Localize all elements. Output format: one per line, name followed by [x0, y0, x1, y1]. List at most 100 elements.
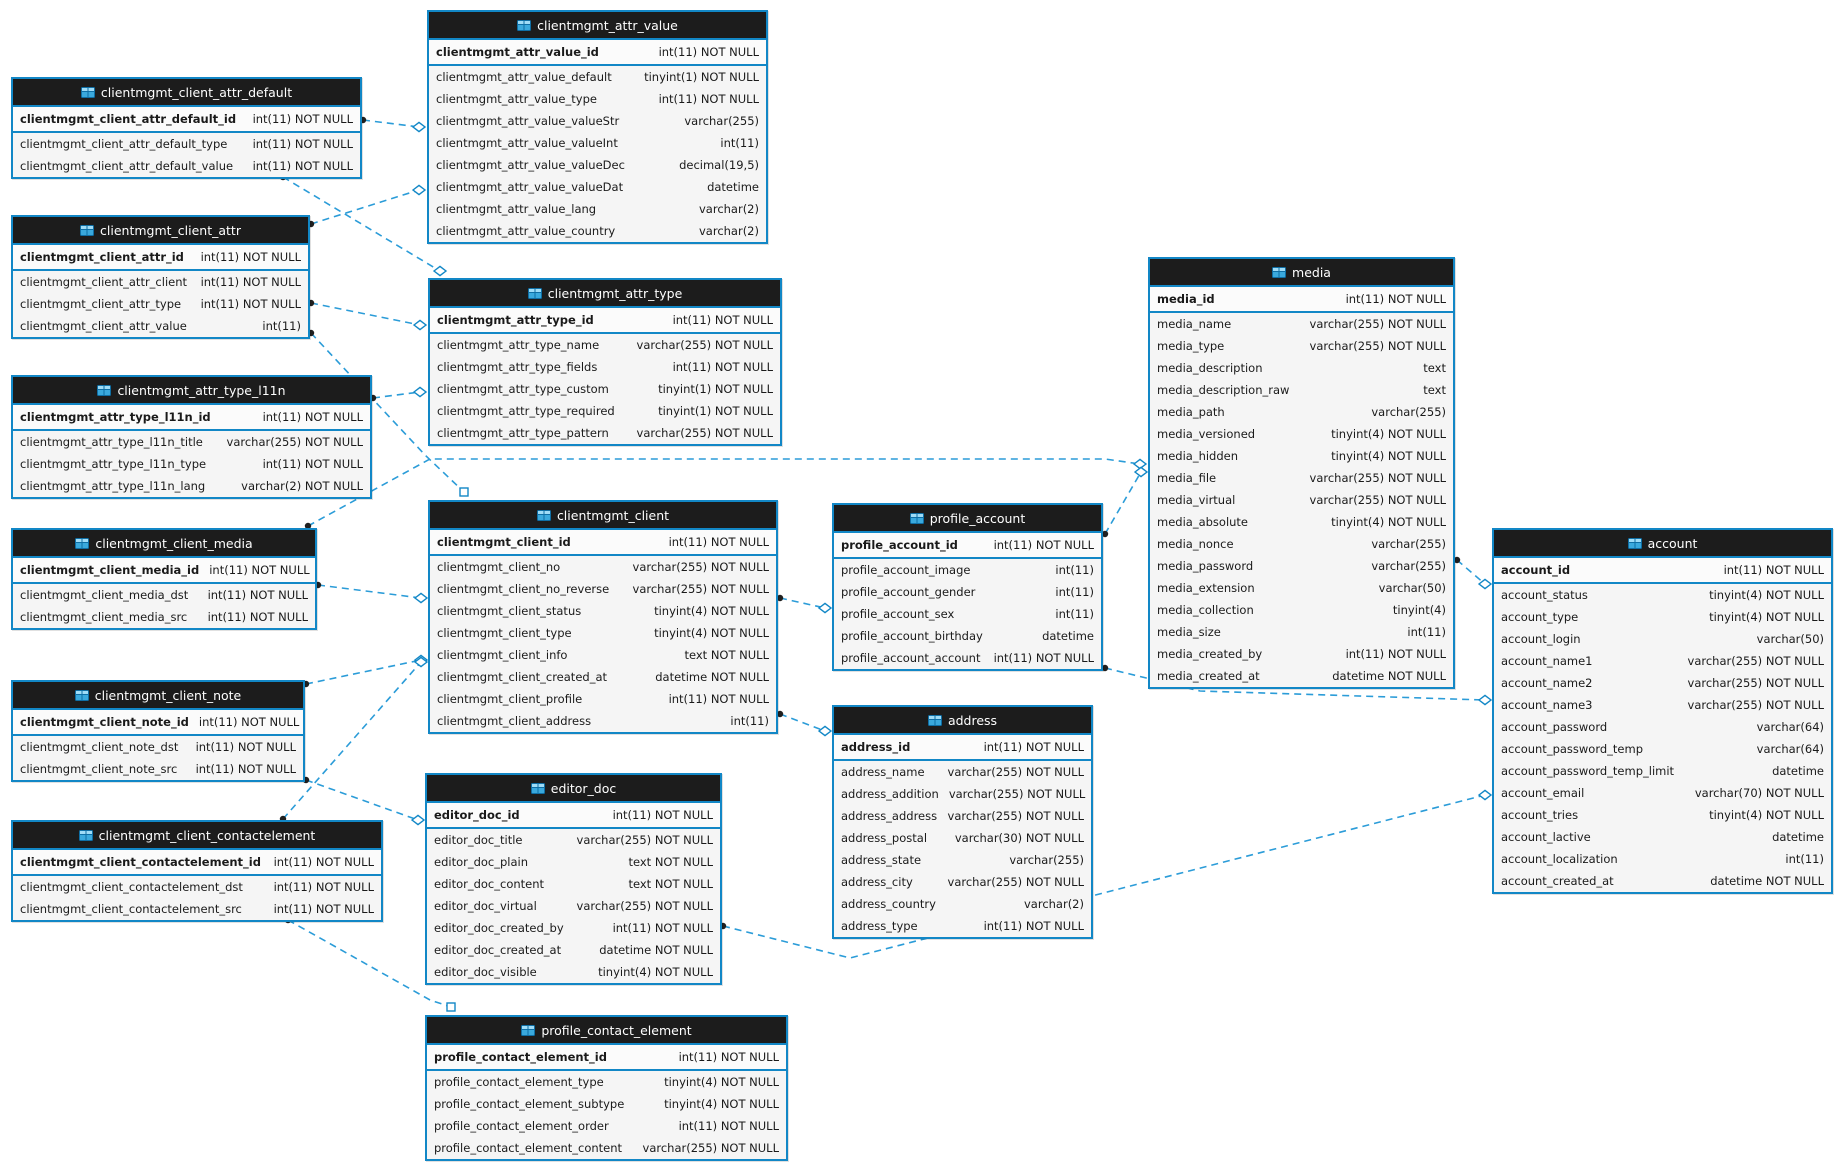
table-header[interactable]: address — [834, 707, 1091, 735]
column-type: int(11) NOT NULL — [1723, 563, 1824, 577]
column-name: editor_doc_visible — [434, 965, 537, 979]
relationship-line[interactable] — [362, 119, 420, 128]
table-header[interactable]: clientmgmt_client — [430, 502, 776, 530]
relationship-line[interactable] — [305, 659, 422, 685]
table-header[interactable]: editor_doc — [427, 775, 720, 803]
column-type: int(11) NOT NULL — [612, 921, 713, 935]
column-name: account_name3 — [1501, 698, 1593, 712]
column-type: int(11) NOT NULL — [273, 855, 374, 869]
relationship-line[interactable] — [317, 584, 422, 599]
table-icon — [97, 384, 112, 396]
column-name: media_description — [1157, 361, 1263, 375]
column-name: clientmgmt_client_created_at — [437, 670, 607, 684]
relationship-line[interactable] — [307, 458, 1141, 527]
column-type: int(11) NOT NULL — [678, 1119, 779, 1133]
table-account[interactable]: account account_id int(11) NOT NULL account… — [1492, 528, 1833, 894]
column-name: account_email — [1501, 786, 1585, 800]
relationship-line[interactable] — [1456, 559, 1486, 585]
column-type: tinyint(1) NOT NULL — [658, 382, 773, 396]
column-type: int(11) NOT NULL — [668, 692, 769, 706]
table-clientmgmt_client_attr[interactable]: clientmgmt_client_attr clientmgmt_client_… — [11, 215, 310, 339]
table-header[interactable]: clientmgmt_attr_value — [429, 12, 766, 40]
primary-key-section: clientmgmt_client_contactelement_id int(1… — [13, 850, 381, 876]
relationship-line[interactable] — [722, 794, 1486, 959]
table-icon — [74, 689, 89, 701]
column-name: media_hidden — [1157, 449, 1239, 463]
column-name: clientmgmt_attr_value_lang — [436, 202, 597, 216]
column-type: decimal(19,5) — [679, 158, 759, 172]
relationship-line[interactable] — [779, 597, 826, 609]
column-name: clientmgmt_client_attr_default_value — [20, 159, 234, 173]
column-name: clientmgmt_client_attr_default_type — [20, 137, 228, 151]
column-type: tinyint(4) NOT NULL — [1709, 588, 1824, 602]
column-name: account_id — [1501, 563, 1571, 577]
relationship-line[interactable] — [310, 189, 420, 225]
table-header[interactable]: clientmgmt_attr_type — [430, 280, 780, 308]
column-name: clientmgmt_attr_type_l11n_id — [20, 410, 211, 424]
relationship-line[interactable] — [305, 779, 419, 821]
table-header[interactable]: profile_contact_element — [427, 1017, 786, 1045]
relationship-line[interactable] — [287, 919, 452, 1008]
relationship-line[interactable] — [282, 176, 441, 272]
table-clientmgmt_client_attr_default[interactable]: clientmgmt_client_attr_default clientmgmt… — [11, 77, 362, 179]
column-type: int(11) — [1407, 625, 1446, 639]
relationship-line[interactable] — [1104, 471, 1142, 535]
column-type: text NOT NULL — [628, 877, 713, 891]
table-header[interactable]: clientmgmt_attr_type_l11n — [13, 377, 370, 405]
table-header[interactable]: media — [1150, 259, 1453, 287]
column-name: media_file — [1157, 471, 1217, 485]
relationship-endpoint-dot — [1453, 556, 1461, 564]
relationship-line[interactable] — [282, 661, 422, 820]
relationship-line[interactable] — [310, 302, 421, 326]
table-header[interactable]: clientmgmt_client_media — [13, 530, 315, 558]
relationship-line[interactable] — [372, 391, 421, 399]
table-header[interactable]: profile_account — [834, 505, 1101, 533]
table-header[interactable]: clientmgmt_client_attr — [13, 217, 308, 245]
column-type: varchar(255) NOT NULL — [1309, 339, 1446, 353]
column-name: media_path — [1157, 405, 1225, 419]
relationship-line[interactable] — [779, 713, 826, 732]
table-title: address — [947, 712, 998, 728]
column-name: clientmgmt_client_contactelement_id — [20, 855, 261, 869]
table-clientmgmt_attr_value[interactable]: clientmgmt_attr_value clientmgmt_attr_val… — [427, 10, 768, 244]
table-icon — [521, 1024, 536, 1036]
table-header[interactable]: account — [1494, 530, 1831, 558]
table-header[interactable]: clientmgmt_client_note — [13, 682, 303, 710]
relationship-line[interactable] — [1104, 667, 1486, 701]
table-title: clientmgmt_attr_value — [537, 17, 678, 33]
table-header[interactable]: clientmgmt_client_attr_default — [13, 79, 360, 107]
table-header[interactable]: clientmgmt_client_contactelement — [13, 822, 381, 850]
column-type: int(11) NOT NULL — [207, 610, 308, 624]
column-name: clientmgmt_attr_value_valueInt — [436, 136, 618, 150]
column-type: int(11) NOT NULL — [195, 740, 296, 754]
relationship-endpoint-diamond — [1133, 466, 1149, 478]
